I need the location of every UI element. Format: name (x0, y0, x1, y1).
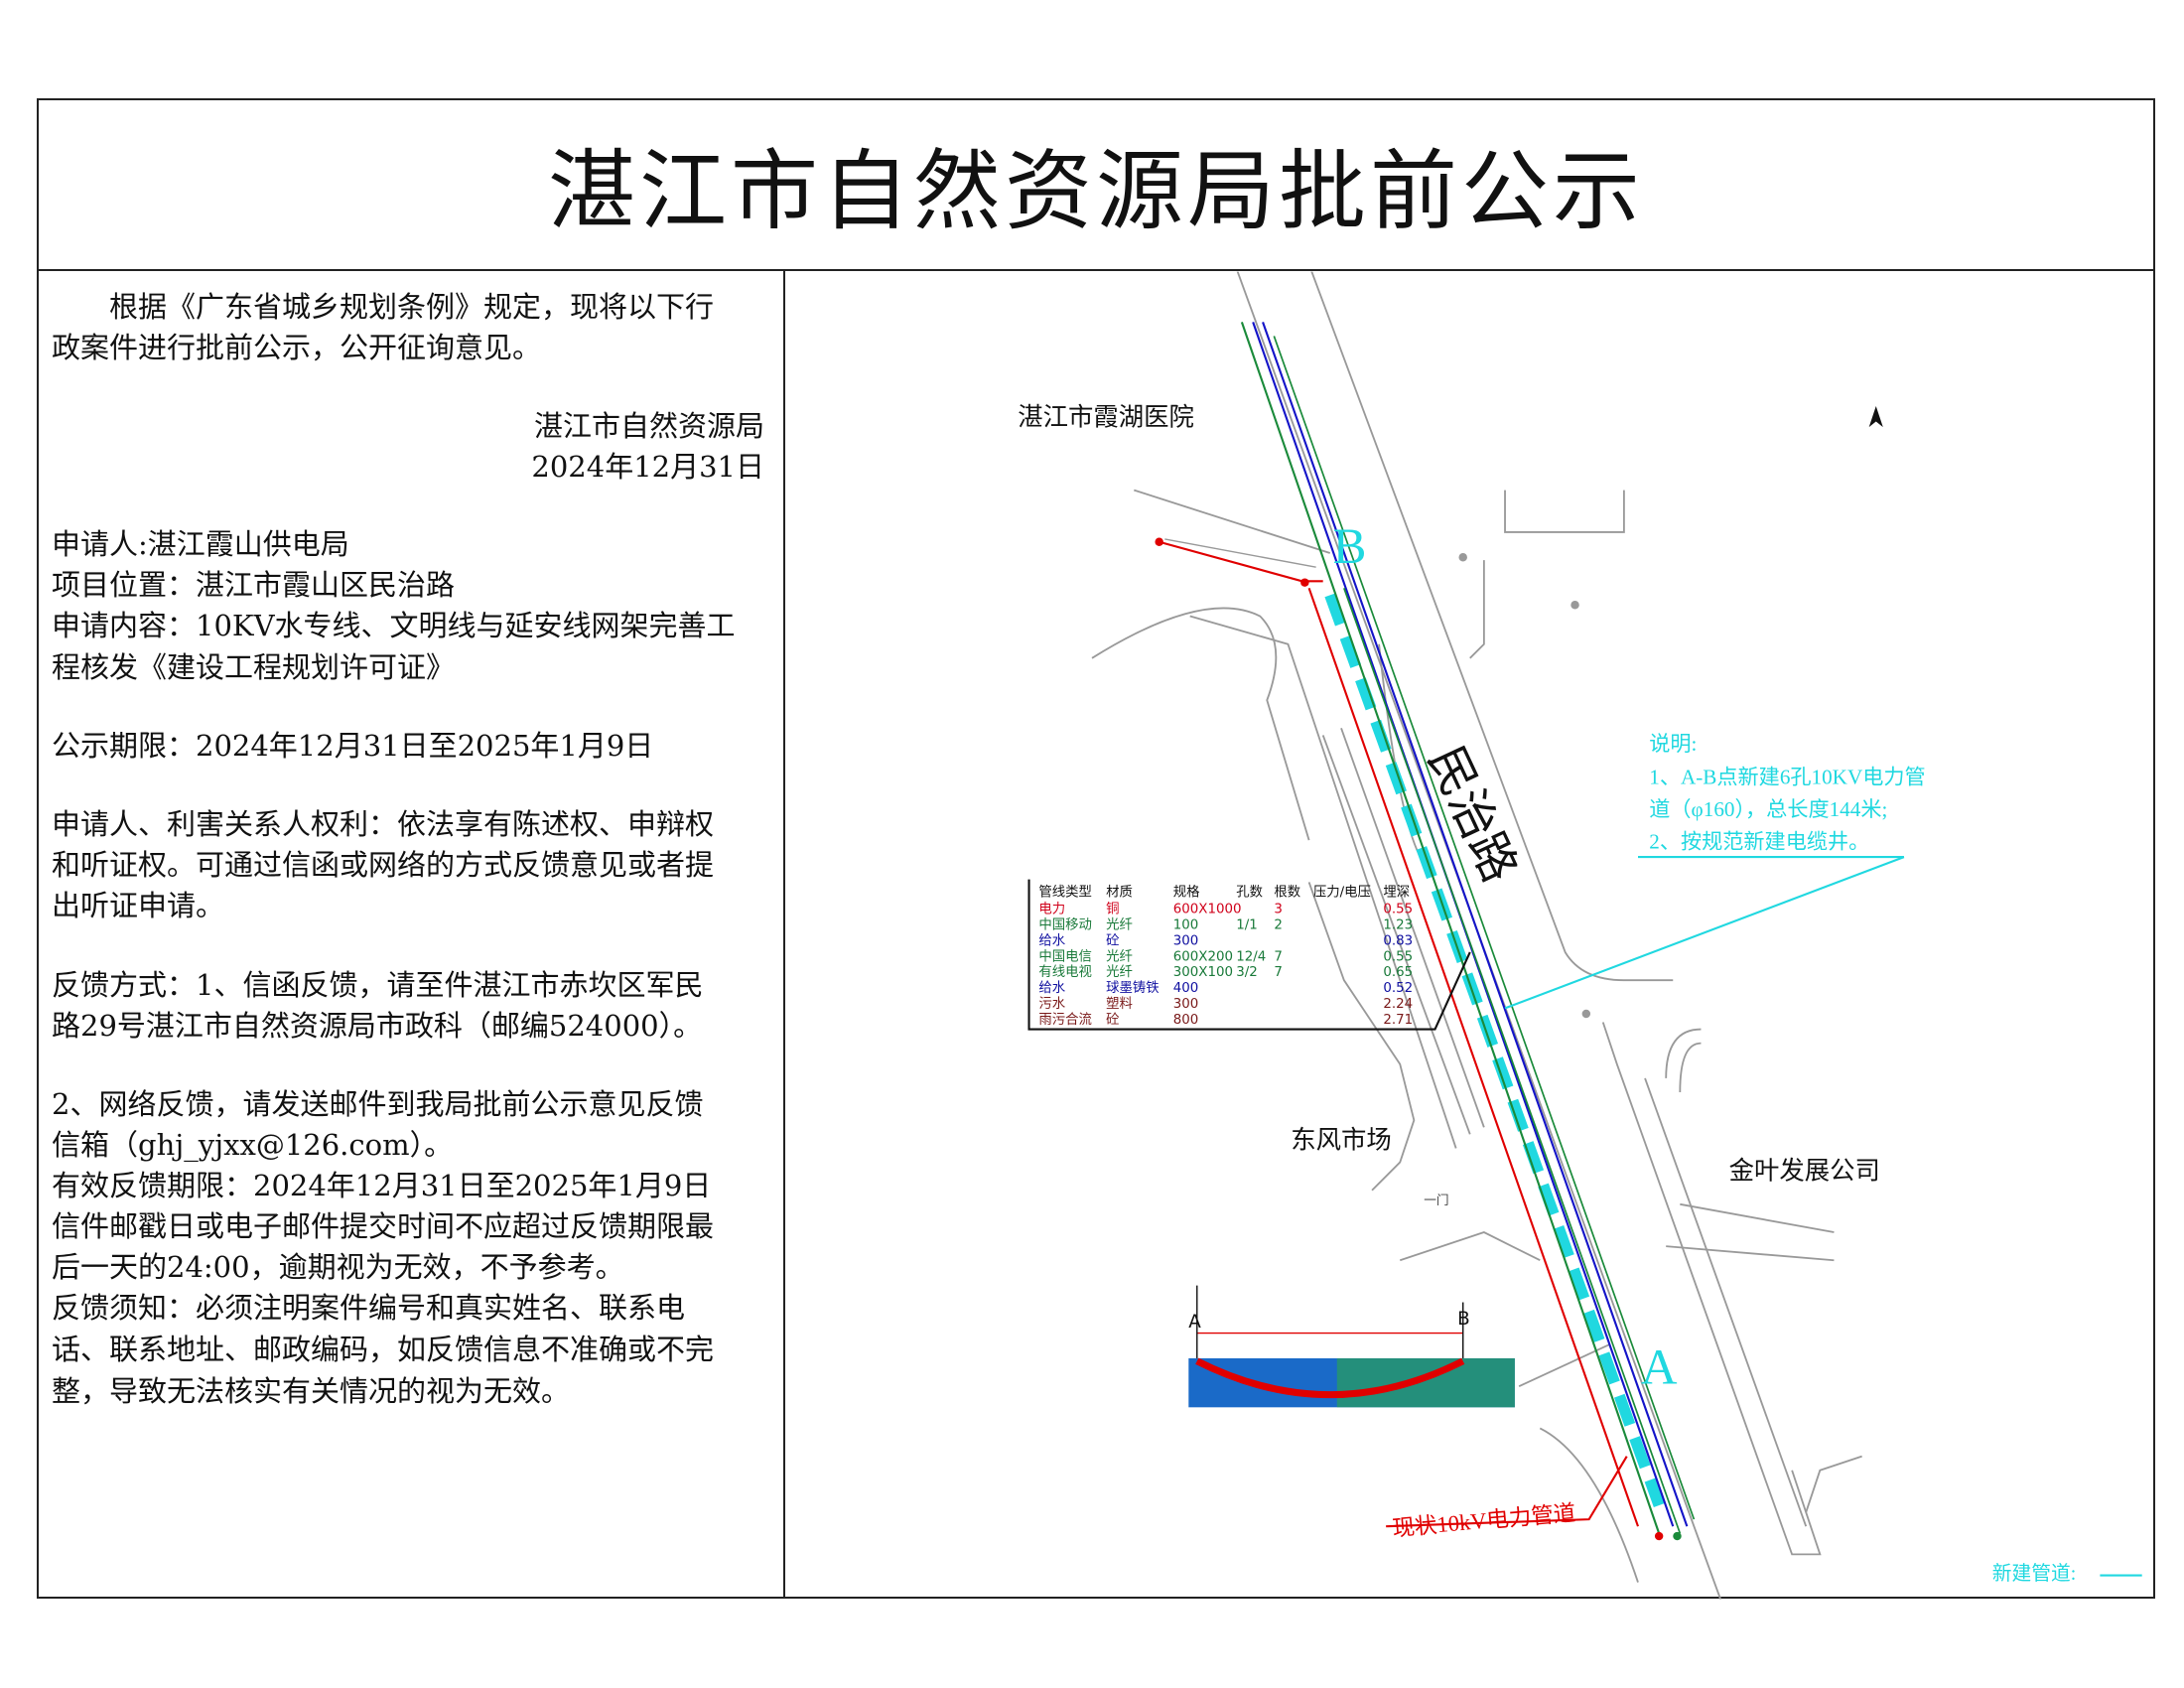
legend-cell-depth: 0.83 (1383, 933, 1413, 948)
rights-line: 出听证申请。 (52, 889, 225, 922)
new-pipe-legend: 新建管道: (1992, 1563, 2076, 1585)
title-bar: 湛江市自然资源局批前公示 (37, 98, 2155, 271)
feedback-line: 反馈须知：必须注明案件编号和真实姓名、联系电 (52, 1291, 686, 1325)
page-title: 湛江市自然资源局批前公示 (547, 139, 1644, 242)
feedback-line: 信件邮戳日或电子邮件提交时间不应超过反馈期限最 (52, 1209, 715, 1243)
legend-cell-type: 有线电视 (1038, 964, 1092, 980)
new-power-duct (1324, 593, 1665, 1507)
legend-cell-count: 7 (1274, 965, 1283, 980)
legend-cell-depth: 0.52 (1383, 981, 1413, 996)
issuer: 湛江市自然资源局 (533, 409, 764, 443)
hospital-label: 湛江市霞湖医院 (1018, 402, 1194, 432)
project-location: 项目位置：湛江市霞山区民治路 (52, 568, 456, 602)
application-content: 申请内容：10KV水专线、文明线与延安线网架完善工 (52, 609, 736, 642)
feedback-line: 后一天的24:00，逾期视为无效，不予参考。 (52, 1250, 624, 1284)
legend-cell-material: 塑料 (1106, 996, 1133, 1012)
rights-line: 和听证权。可通过信函或网络的方式反馈意见或者提 (52, 848, 715, 882)
utility-lines (1159, 322, 1905, 1534)
legend-cell-material: 铜 (1106, 901, 1119, 916)
notice-period: 公示期限：2024年12月31日至2025年1月9日 (52, 729, 654, 763)
legend-header: 管线类型 (1038, 885, 1092, 901)
legend-cell-material: 砼 (1106, 932, 1119, 948)
legend-cell-holes: 12/4 (1236, 949, 1266, 964)
point-a-label: A (1641, 1338, 1678, 1394)
legend-cell-material: 光纤 (1106, 916, 1133, 932)
legend-cell-type: 给水 (1038, 980, 1065, 996)
legend-header: 规格 (1173, 885, 1200, 901)
point-b-label: B (1333, 518, 1367, 574)
legend-header: 埋深 (1383, 885, 1410, 901)
feedback-line: 反馈方式：1、信函反馈，请至件湛江市赤坎区军民 (52, 968, 704, 1002)
legend-cell-depth: 1.23 (1383, 917, 1413, 932)
gate-label: 一门 (1424, 1193, 1448, 1207)
legend-cell-spec: 600X1000 (1173, 902, 1242, 916)
legend-header: 材质 (1106, 885, 1133, 901)
legend-cell-material: 光纤 (1106, 948, 1133, 964)
existing-duct-label: 现状10kV电力管道 (1391, 1500, 1576, 1541)
legend-header: 根数 (1274, 885, 1300, 901)
legend-cell-count: 3 (1274, 902, 1283, 916)
feedback-line: 信箱（ghj_yjxx@126.com）。 (52, 1128, 454, 1162)
legend-cell-depth: 2.71 (1383, 1013, 1413, 1028)
legend-cell-type: 中国移动 (1038, 916, 1092, 932)
legend-cell-depth: 0.55 (1383, 902, 1413, 916)
legend-cell-count: 7 (1274, 949, 1283, 964)
legend-cell-spec: 100 (1173, 917, 1199, 932)
legend-cell-spec: 400 (1173, 981, 1199, 996)
legend-cell-count: 2 (1274, 917, 1283, 932)
legend-cell-spec: 300X100 (1173, 965, 1233, 980)
feedback-line: 路29号湛江市自然资源局市政科（邮编524000）。 (52, 1009, 703, 1043)
rights-line: 申请人、利害关系人权利：依法享有陈述权、申辩权 (52, 807, 715, 841)
legend-cell-depth: 0.65 (1383, 965, 1413, 980)
legend-cell-type: 雨污合流 (1038, 1012, 1092, 1028)
divider (783, 270, 785, 1599)
section-a-label: A (1188, 1312, 1201, 1333)
feedback-line: 整，导致无法核实有关情况的视为无效。 (52, 1374, 571, 1408)
company-label: 金叶发展公司 (1729, 1155, 1880, 1185)
legend-cell-spec: 600X200 (1173, 949, 1233, 964)
legend-cell-material: 光纤 (1106, 964, 1133, 980)
manholes (1155, 537, 1682, 1541)
legend-cell-type: 电力 (1038, 901, 1065, 916)
legend-cell-depth: 0.55 (1383, 949, 1413, 964)
intro-line: 根据《广东省城乡规划条例》规定，现将以下行 (52, 290, 715, 324)
note-line: 2、按规范新建电缆井。 (1649, 830, 1869, 854)
north-arrow-icon (1868, 405, 1883, 428)
market-label: 东风市场 (1291, 1124, 1391, 1154)
section-b-label: B (1457, 1309, 1470, 1330)
note-line: 道（φ160），总长度144米; (1649, 797, 1887, 821)
legend-cell-material: 砼 (1106, 1012, 1119, 1028)
notes-title: 说明: (1649, 732, 1697, 756)
legend-cell-material: 球墨铸铁 (1106, 980, 1160, 996)
legend-cell-spec: 300 (1173, 933, 1199, 948)
legend-cell-spec: 300 (1173, 997, 1199, 1012)
applicant: 申请人:湛江霞山供电局 (52, 527, 349, 561)
notes: 说明: 1、A-B点新建6孔10KV电力管 道（φ160），总长度144米; 2… (1649, 732, 1925, 854)
legend-cell-depth: 2.24 (1383, 997, 1413, 1012)
legend-cell-type: 污水 (1038, 996, 1065, 1012)
legend-cell-type: 给水 (1038, 932, 1065, 948)
legend-header: 孔数 (1236, 885, 1263, 901)
legend-cell-spec: 800 (1173, 1013, 1199, 1028)
feedback-line: 话、联系地址、邮政编码，如反馈信息不准确或不完 (52, 1333, 715, 1366)
feedback-line: 有效反馈期限：2024年12月31日至2025年1月9日 (52, 1169, 712, 1202)
intro-line: 政案件进行批前公示，公开征询意见。 (52, 331, 542, 364)
legend-cell-holes: 1/1 (1236, 917, 1258, 932)
feedback-line: 2、网络反馈，请发送邮件到我局批前公示意见反馈 (52, 1087, 704, 1121)
legend-header: 压力/电压 (1313, 885, 1371, 901)
cross-section: A B (1188, 1285, 1515, 1408)
page-border (37, 98, 2155, 1599)
legend-cell-holes: 3/2 (1236, 965, 1258, 980)
application-content: 程核发《建设工程规划许可证》 (52, 650, 456, 684)
legend-cell-type: 中国电信 (1038, 948, 1092, 964)
issue-date: 2024年12月31日 (531, 450, 764, 484)
note-line: 1、A-B点新建6孔10KV电力管 (1649, 766, 1925, 789)
